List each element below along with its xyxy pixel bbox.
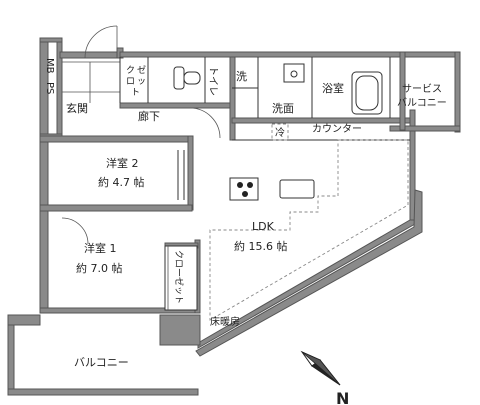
ldk-name: LDK — [252, 220, 275, 233]
room-labels: MB PS ク ゼ ロ ッ ト トイレ 洗 洗面 浴室 サービス バルコニー 玄… — [44, 58, 447, 369]
closet-small-label-1: ク — [126, 65, 135, 76]
toilet-label: トイレ — [207, 66, 218, 96]
stove-icon — [229, 177, 259, 201]
closet-small-label-4: ッ — [137, 77, 146, 87]
sink-icon — [279, 179, 315, 199]
wash-label: 洗 — [236, 70, 247, 83]
bedroom1-name: 洋室 1 — [84, 241, 117, 255]
closet-small-label-3: ロ — [126, 77, 135, 87]
compass-icon: N — [300, 350, 349, 405]
bathtub-icon — [351, 71, 383, 115]
washroom-label: 洗面 — [272, 102, 294, 115]
service-balcony-label-1: サービス — [402, 83, 442, 95]
washbasin-icon — [283, 63, 305, 83]
closet-label: クローゼット — [173, 250, 185, 304]
floor-heating-label: 床暖房 — [210, 315, 240, 328]
interior-lines — [40, 25, 410, 314]
north-label: N — [336, 389, 349, 405]
bedroom1-size: 約 7.0 帖 — [76, 261, 123, 275]
bedroom2-name: 洋室 2 — [106, 156, 139, 170]
counter-label: カウンター — [312, 123, 362, 135]
closet-small-label-2: ゼ — [137, 64, 146, 76]
fridge-label: 冷 — [275, 126, 285, 139]
hallway-label: 廊下 — [138, 109, 160, 123]
fridge-icon — [271, 123, 289, 141]
floor-heating-area — [209, 139, 409, 321]
balcony-label: バルコニー — [74, 356, 129, 369]
ldk-size: 約 15.6 帖 — [234, 239, 288, 253]
entrance-label: 玄関 — [66, 101, 88, 115]
bedroom2-size: 約 4.7 帖 — [98, 175, 145, 189]
service-balcony-label-2: バルコニー — [397, 97, 447, 109]
bath-label: 浴室 — [322, 81, 344, 95]
toilet-icon — [173, 66, 201, 90]
mb-label: MB — [44, 58, 55, 74]
closet-small-label-5: ト — [131, 88, 140, 98]
ps-label: PS — [44, 82, 55, 94]
walls — [7, 37, 461, 396]
